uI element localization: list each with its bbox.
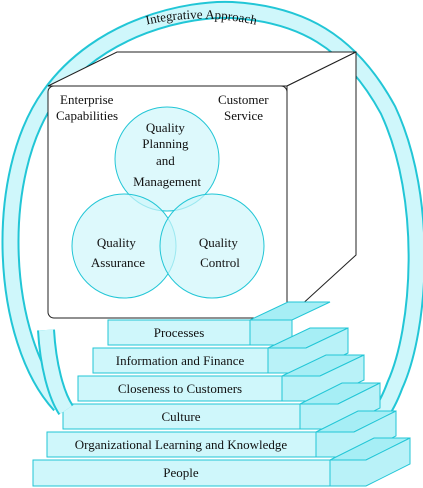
circle-quality-control [159, 193, 265, 299]
quality-planning-label: Quality Planning and Management [133, 120, 201, 189]
step-label-information-and-finance: Information and Finance [116, 353, 245, 368]
step-label-organizational-learning: Organizational Learning and Knowledge [75, 437, 288, 452]
quality-assurance-label: Quality Assurance [91, 235, 145, 270]
integrative-loop-front [37, 329, 74, 415]
step-label-closeness-to-customers: Closeness to Customers [118, 381, 242, 396]
step-closeness-to-customers [77, 375, 283, 402]
step-label-processes: Processes [154, 325, 205, 340]
integrative-loop [1, 0, 423, 441]
step-organizational-learning [46, 431, 317, 458]
circle-quality-planning [114, 106, 220, 212]
cube-side-face [286, 51, 357, 320]
step-people [32, 459, 331, 487]
step-culture [62, 403, 301, 430]
title-label: Integrative Approach [144, 7, 259, 28]
step-information-and-finance [92, 347, 269, 374]
cube-top-right-label: Customer Service [218, 92, 272, 123]
quality-control-label: Quality Control [199, 235, 241, 270]
step-label-culture: Culture [162, 409, 201, 424]
step-processes [107, 319, 251, 346]
cube-top-left-label: Enterprise Capabilities [56, 92, 118, 123]
venn-diagram: Quality Planning and Management Quality … [71, 106, 265, 299]
step-label-people: People [163, 465, 199, 480]
staircase: Processes Information and Finance Closen… [32, 301, 411, 487]
